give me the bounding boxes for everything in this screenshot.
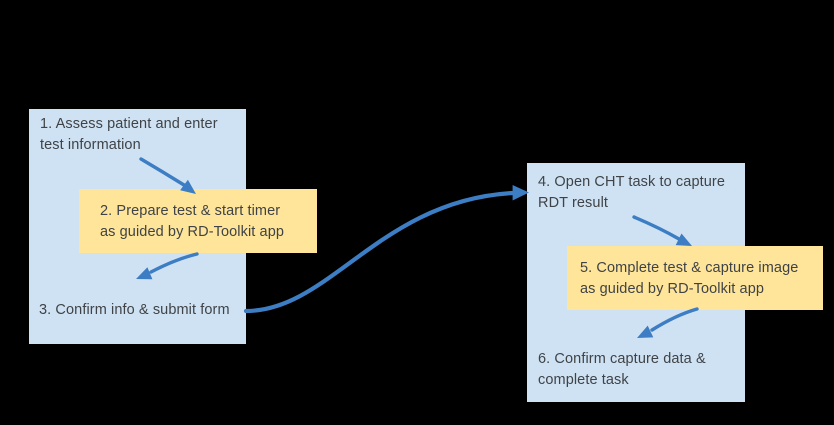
step-1-label: 1. Assess patient and enter test informa…: [40, 114, 218, 156]
step-1-line-2: test information: [40, 137, 141, 153]
step-3-line-1: 3. Confirm info & submit form: [39, 302, 230, 318]
step-5-line-2: as guided by RD-Toolkit app: [580, 281, 765, 297]
note-step-2: 2. Prepare test & start timer as guided …: [79, 189, 317, 253]
step-3-label: 3. Confirm info & submit form: [39, 300, 230, 321]
step-4-line-1: 4. Open CHT task to capture: [538, 174, 725, 190]
step-6-line-2: complete task: [538, 372, 629, 388]
step-6-line-1: 6. Confirm capture data &: [538, 351, 706, 367]
step-2-line-1: 2. Prepare test & start timer: [100, 203, 281, 219]
step-2-line-2: as guided by RD-Toolkit app: [100, 224, 285, 240]
step-4-line-2: RDT result: [538, 195, 609, 211]
step-5-line-1: 5. Complete test & capture image: [580, 260, 799, 276]
note-step-5: 5. Complete test & capture image as guid…: [567, 246, 823, 310]
step-1-line-1: 1. Assess patient and enter: [40, 116, 218, 132]
step-4-label: 4. Open CHT task to capture RDT result: [538, 172, 725, 214]
step-6-label: 6. Confirm capture data & complete task: [538, 349, 706, 391]
